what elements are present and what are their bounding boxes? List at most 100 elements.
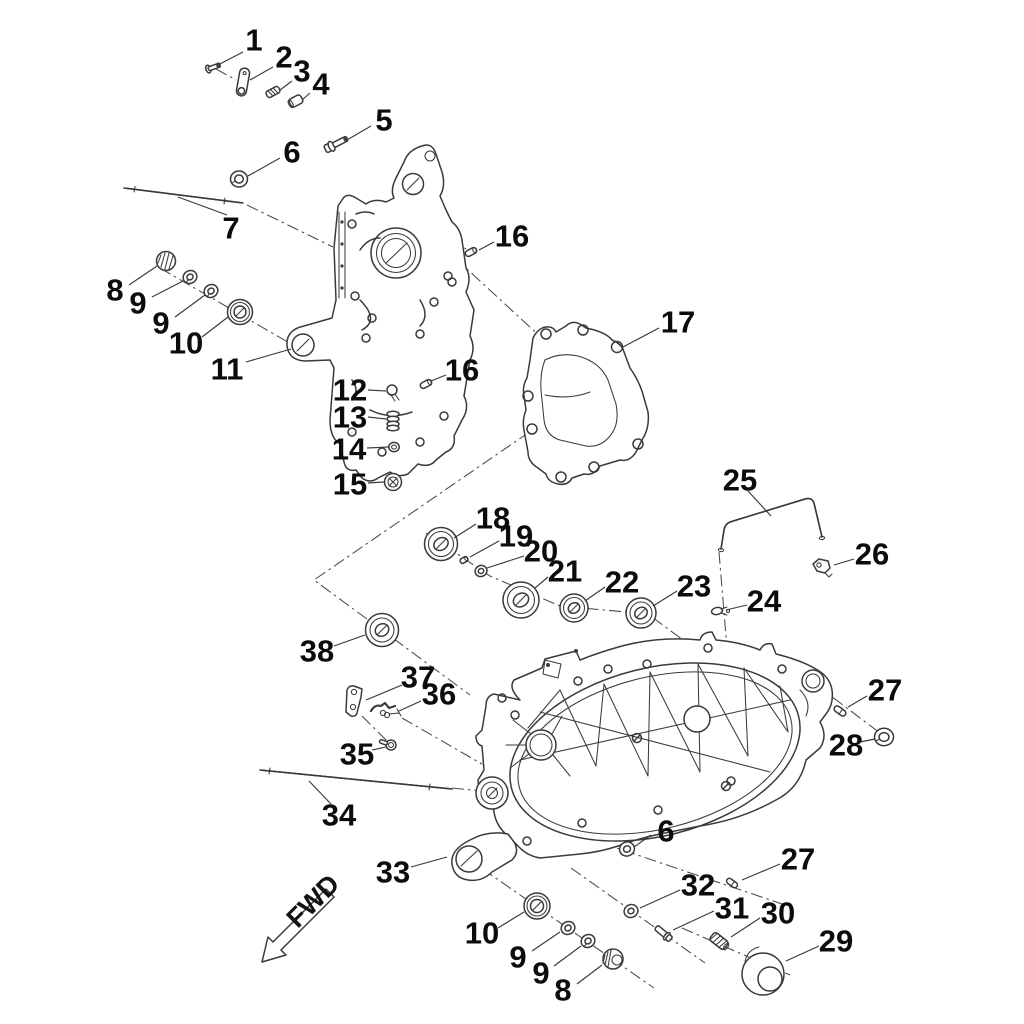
callout-number-1: 1 [245, 23, 262, 58]
leader-line-29 [785, 945, 820, 962]
leader-line-19 [469, 540, 500, 558]
leader-line-20 [486, 555, 525, 569]
callout-number-20: 20 [524, 534, 558, 569]
bearing-part-22 [559, 593, 589, 623]
callout-number-33: 33 [376, 855, 410, 890]
leader-line-30 [730, 917, 761, 938]
callout-number-23: 23 [677, 569, 711, 604]
callout-number-19: 19 [499, 519, 533, 554]
leader-line-35 [371, 746, 387, 751]
callout-number-22: 22 [605, 565, 639, 600]
clip-part-24 [710, 606, 731, 616]
roller-bushing-part-10 [226, 298, 254, 326]
washer-part-20 [474, 564, 488, 578]
diagram-art-layer [123, 62, 895, 996]
bracket-part-37 [345, 685, 363, 717]
callout-number-16: 16 [445, 353, 479, 388]
cap-part-29 [741, 946, 785, 996]
callout-number-2: 2 [275, 40, 292, 75]
callout-number-37: 37 [401, 660, 435, 695]
crankcase-half-upper [286, 144, 475, 482]
callout-number-36: 36 [422, 677, 456, 712]
callout-number-18: 18 [476, 501, 510, 536]
leader-line-10 [497, 911, 525, 929]
dowel-pin-part-16-upper [464, 246, 478, 258]
callout-number-8: 8 [106, 273, 123, 308]
leader-line-9 [553, 945, 582, 967]
callout-number-11: 11 [211, 352, 244, 387]
oil-seal-part-38 [364, 612, 400, 648]
leader-line-9 [531, 931, 561, 952]
bolt-part-35 [378, 738, 397, 751]
pin-part-19 [459, 555, 469, 565]
seal-ring-part-28 [873, 727, 895, 747]
callout-number-6: 6 [283, 135, 300, 170]
latch-lever-part-36 [369, 701, 402, 719]
leader-line-14 [366, 446, 389, 449]
leader-line-33 [410, 856, 448, 868]
grommet-part-6-lower [618, 841, 636, 857]
leader-line-31 [672, 910, 715, 931]
callout-number-4: 4 [312, 67, 330, 102]
washer-part-9b [203, 283, 219, 299]
callout-number-9: 9 [152, 306, 169, 341]
leader-line-9 [174, 294, 206, 318]
leader-line-16 [478, 241, 495, 251]
dowel-pin-part-27-lower [725, 877, 739, 889]
leader-line-3 [279, 80, 293, 91]
callout-number-25: 25 [723, 463, 757, 498]
spring-plug-part-8 [155, 250, 177, 272]
leader-line-8 [576, 964, 603, 985]
callout-number-24: 24 [747, 584, 782, 619]
callout-number-31: 31 [715, 891, 749, 926]
leader-line-21 [534, 576, 549, 589]
bushing-part-4 [287, 94, 304, 109]
callout-number-27: 27 [868, 673, 902, 708]
callout-number-28: 28 [829, 728, 863, 763]
plug-bolt-part-15 [383, 472, 403, 492]
callout-number-6: 6 [657, 814, 674, 849]
callout-number-9: 9 [129, 286, 146, 321]
leader-line-36 [398, 700, 422, 712]
leader-line-25 [747, 490, 772, 517]
spring-plug-part-8-lower [602, 948, 624, 970]
crankcase-gasket [522, 321, 650, 486]
leader-line-23 [652, 590, 678, 607]
callout-number-10: 10 [465, 916, 499, 951]
spring-part-13 [386, 410, 400, 432]
leader-line-22 [584, 586, 606, 602]
callout-number-12: 12 [333, 373, 367, 408]
leader-line-5 [346, 125, 372, 141]
leader-line-layer [128, 51, 876, 985]
leader-line-24 [725, 604, 748, 611]
spring-part-3 [265, 85, 281, 99]
washer-part-9d [580, 933, 596, 949]
callout-number-30: 30 [761, 896, 795, 931]
leader-line-27 [741, 863, 781, 881]
leader-line-7 [177, 196, 228, 216]
shaft-rod-part-7 [123, 185, 244, 205]
breather-pipe-part-25 [717, 497, 826, 553]
flange-bolt-part-5 [323, 135, 349, 154]
leader-line-13 [367, 416, 387, 420]
callout-number-29: 29 [819, 924, 853, 959]
leader-line-27 [847, 695, 868, 708]
callout-number-27: 27 [781, 842, 815, 877]
washer-part-32 [623, 903, 639, 919]
leader-line-12 [367, 389, 387, 392]
callout-number-32: 32 [681, 868, 715, 903]
callout-number-17: 17 [661, 305, 695, 340]
leader-line-1 [215, 51, 244, 67]
leader-line-4 [301, 92, 311, 101]
callout-number-9: 9 [532, 956, 549, 991]
leader-line-37 [365, 684, 403, 701]
screw-part-12 [386, 384, 400, 402]
shaft-rod-part-34 [259, 767, 453, 791]
callout-number-26: 26 [855, 537, 889, 572]
leader-line-18 [453, 523, 477, 539]
callout-number-21: 21 [548, 554, 582, 589]
dowel-pin-part-27-upper [833, 705, 847, 717]
callout-number-38: 38 [300, 634, 334, 669]
leader-line-15 [367, 481, 385, 484]
